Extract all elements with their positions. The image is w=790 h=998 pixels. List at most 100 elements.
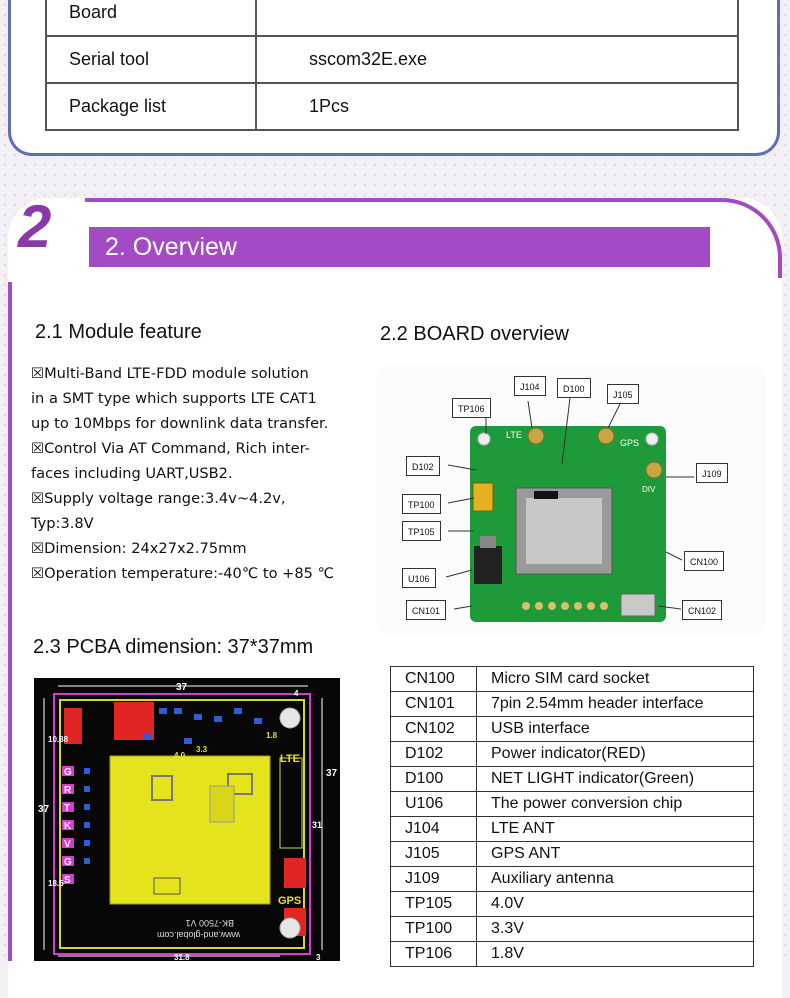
feature-line: up to 10Mbps for downlink data transfer.: [31, 415, 329, 432]
table-row: J105 GPS ANT: [390, 841, 754, 867]
component-ref: TP105: [390, 891, 477, 917]
component-ref: CN100: [390, 666, 477, 692]
component-ref: CN101: [390, 691, 477, 717]
component-ref: J109: [390, 866, 477, 892]
feature-line: ☒Dimension: 24x27x2.75mm: [31, 540, 247, 557]
dim-top-right: 4: [294, 689, 299, 698]
table-row: TP105 4.0V: [390, 891, 754, 917]
spec-value: sscom32E.exe: [255, 35, 739, 84]
dim-bottom: 31.8: [174, 953, 190, 961]
component-desc: 7pin 2.54mm header interface: [476, 691, 754, 717]
component-ref: D100: [390, 766, 477, 792]
component-desc: GPS ANT: [476, 841, 754, 867]
component-desc: LTE ANT: [476, 816, 754, 842]
spec-key: Package list: [45, 82, 257, 131]
silk-model: BK-7500 V1: [185, 918, 234, 928]
dim-width: 37: [176, 682, 188, 693]
table-row: J109 Auxiliary antenna: [390, 866, 754, 892]
dim-inner: 31: [312, 820, 322, 830]
dim-low: 18.5: [48, 879, 64, 888]
callout-cn101: CN101: [406, 600, 447, 620]
component-desc: 1.8V: [476, 941, 754, 967]
dim-bottom-right: 3: [316, 953, 321, 961]
component-desc: The power conversion chip: [476, 791, 754, 817]
callout-u106: U106: [402, 568, 436, 588]
component-desc: Micro SIM card socket: [476, 666, 754, 692]
board-photo: LTE GPS DIV J104 D100 J105 TP106 D102 J1…: [376, 366, 766, 634]
module-feature-heading: 2.1 Module feature: [35, 321, 202, 343]
dim-height: 37: [38, 804, 50, 815]
section-frame-line: [8, 282, 12, 961]
callout-j104: J104: [514, 376, 546, 396]
silk-website: www.and-global.com: [157, 930, 241, 940]
spec-table: Board Serial tool sscom32E.exe Package l…: [45, 0, 739, 131]
silk-lte: LTE: [506, 430, 522, 440]
feature-line: ☒Multi-Band LTE-FDD module solution: [31, 365, 309, 382]
callout-d102: D102: [406, 456, 440, 476]
silk-div: DIV: [642, 485, 656, 494]
pin-r: R: [64, 785, 72, 796]
feature-line: Typ:3.8V: [31, 515, 94, 532]
feature-line: ☒Supply voltage range:3.4v~4.2v,: [31, 490, 286, 507]
component-ref: TP106: [390, 941, 477, 967]
component-desc: Power indicator(RED): [476, 741, 754, 767]
label-3v3: 3.3: [196, 745, 208, 754]
callout-j109: J109: [696, 463, 728, 483]
callout-tp105: TP105: [402, 521, 441, 541]
pin-t: T: [64, 803, 70, 814]
spec-value: 1Pcs: [255, 82, 739, 131]
pcba-drawing: 37 37 10.88 37 31 18.5 31.8 4 3 4.0 3.3 …: [34, 678, 340, 961]
table-row: TP100 3.3V: [390, 916, 754, 942]
silk-lte-pcba: LTE: [280, 753, 300, 765]
table-row: Package list 1Pcs: [45, 82, 739, 131]
pin-k: K: [64, 821, 72, 832]
component-desc: USB interface: [476, 716, 754, 742]
pcba-heading: 2.3 PCBA dimension: 37*37mm: [33, 636, 314, 658]
component-ref: TP100: [390, 916, 477, 942]
callout-d100: D100: [557, 378, 591, 398]
board-illustration: LTE GPS DIV: [445, 397, 694, 622]
board-overview-heading: 2.2 BOARD overview: [380, 323, 569, 345]
pin-v: V: [64, 839, 71, 850]
feature-line: ☒Control Via AT Command, Rich inter-: [31, 440, 310, 457]
pin-g: G: [64, 767, 72, 778]
component-ref: CN102: [390, 716, 477, 742]
spec-key: Board: [45, 0, 257, 37]
silk-gps: GPS: [620, 438, 639, 448]
label-4v: 4.0: [174, 751, 186, 760]
section-number: 2: [18, 193, 52, 260]
component-desc: Auxiliary antenna: [476, 866, 754, 892]
callout-cn100: CN100: [684, 551, 725, 571]
table-row: J104 LTE ANT: [390, 816, 754, 842]
component-desc: NET LIGHT indicator(Green): [476, 766, 754, 792]
dim-right: 37: [326, 768, 338, 779]
spec-value: [255, 0, 739, 37]
callout-cn102: CN102: [682, 600, 723, 620]
pcba-layout-svg: 37 37 10.88 37 31 18.5 31.8 4 3 4.0 3.3 …: [38, 682, 338, 961]
component-desc: 4.0V: [476, 891, 754, 917]
table-row: TP106 1.8V: [390, 941, 754, 967]
callout-j105: J105: [607, 384, 639, 404]
silk-gps-pcba: GPS: [278, 895, 301, 907]
component-ref: J104: [390, 816, 477, 842]
component-ref: D102: [390, 741, 477, 767]
feature-line: in a SMT type which supports LTE CAT1: [31, 390, 317, 407]
section-title-banner: 2. Overview: [89, 227, 710, 267]
module-feature-list: ☒Multi-Band LTE-FDD module solution in a…: [31, 361, 351, 586]
component-ref: U106: [390, 791, 477, 817]
table-row: Board: [45, 0, 739, 37]
pin-s: S: [64, 875, 71, 886]
table-row: Serial tool sscom32E.exe: [45, 35, 739, 84]
component-desc: 3.3V: [476, 916, 754, 942]
feature-line: ☒Operation temperature:-40℃ to +85 ℃: [31, 565, 334, 582]
pin-g2: G: [64, 857, 72, 868]
callout-tp100: TP100: [402, 494, 441, 514]
spec-key: Serial tool: [45, 35, 257, 84]
